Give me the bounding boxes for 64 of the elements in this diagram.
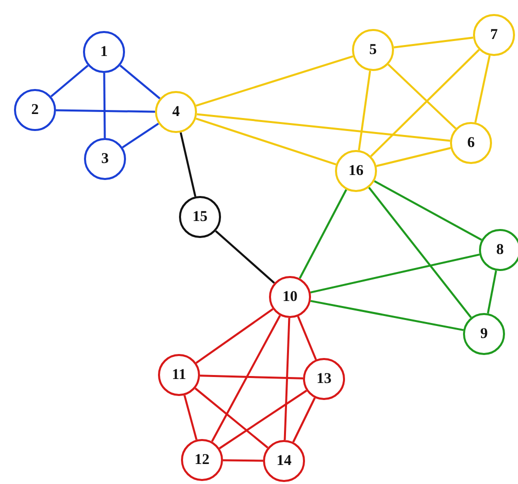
node-circle <box>155 91 197 133</box>
connector-line <box>218 390 308 450</box>
connector-line <box>196 118 336 166</box>
node-circle <box>335 150 377 192</box>
connector-line <box>50 64 89 98</box>
connector-line <box>388 64 456 130</box>
connector-line <box>56 109 156 113</box>
node-circle <box>352 29 394 71</box>
connector-line <box>196 308 274 364</box>
node-number: 1 <box>100 44 108 60</box>
node-number: 11 <box>172 366 186 384</box>
connector-line <box>486 270 498 314</box>
connector-line <box>122 122 160 148</box>
connector-line <box>211 315 281 442</box>
connector-line <box>474 55 491 123</box>
node-circle <box>83 31 125 73</box>
connector-line <box>180 132 196 197</box>
node-number: 5 <box>369 42 377 58</box>
node-circle <box>158 354 200 396</box>
connector-line <box>310 254 480 294</box>
node-number: 9 <box>480 326 488 342</box>
connector-line <box>194 388 268 448</box>
node-number: 8 <box>496 242 504 258</box>
node-circle <box>303 358 345 400</box>
node-circle <box>263 440 305 482</box>
node-number: 7 <box>490 26 498 44</box>
node-number: 2 <box>31 102 39 118</box>
node-number: 12 <box>194 452 210 468</box>
connector-line <box>215 230 275 284</box>
connector-line <box>184 395 198 440</box>
connector-line <box>368 186 472 318</box>
node-circle <box>269 276 311 318</box>
connector-line <box>297 316 317 360</box>
connector-line <box>284 318 290 440</box>
node-number: 10 <box>282 288 298 306</box>
node-number: 6 <box>467 134 475 152</box>
node-circle <box>84 138 126 180</box>
node-circle <box>450 122 492 164</box>
connector-line <box>200 374 304 380</box>
connector-line <box>310 300 464 332</box>
node-circle <box>463 313 505 355</box>
connector-line <box>376 147 451 167</box>
node-number: 4 <box>172 104 180 120</box>
node-number: 13 <box>316 370 332 388</box>
node-circle <box>479 229 518 271</box>
connector-line <box>196 55 354 107</box>
connector-line <box>394 36 474 48</box>
node-circle <box>14 89 56 131</box>
node-circle <box>179 196 221 238</box>
connector-line <box>292 397 316 443</box>
node-circle <box>181 439 223 481</box>
connector-line <box>196 113 450 142</box>
node-number: 16 <box>348 162 364 180</box>
node-circle <box>473 14 515 56</box>
connector-line <box>222 459 264 462</box>
node-number: 14 <box>276 452 292 470</box>
connector-line <box>298 189 348 279</box>
node-number: 15 <box>192 208 208 226</box>
connector-line <box>370 49 480 157</box>
node-number: 3 <box>101 150 109 168</box>
connector-line <box>358 70 372 150</box>
connector-line <box>120 64 160 100</box>
connector-line <box>103 72 106 138</box>
connector-line <box>374 180 482 241</box>
